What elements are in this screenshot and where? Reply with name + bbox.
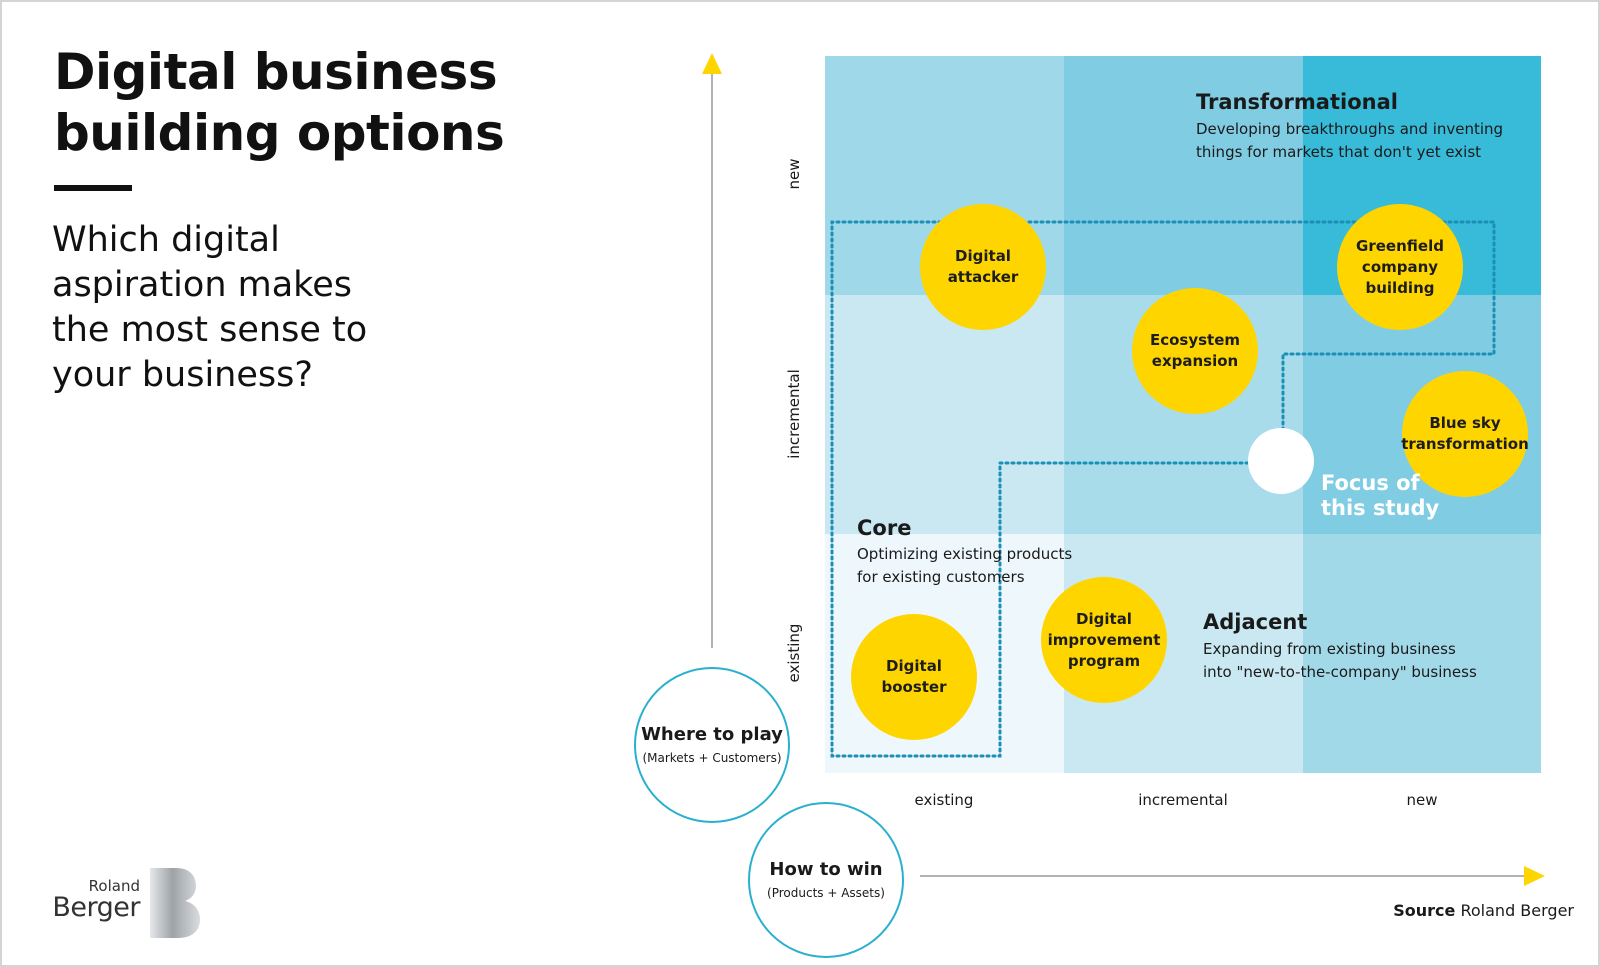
x-axis-arrow-icon: [1524, 866, 1545, 886]
focus-boundary: [830, 220, 1496, 758]
option-ecosystem-expansion: Ecosystem expansion: [1132, 288, 1258, 414]
page-title: Digital business building options: [54, 43, 505, 162]
quadrant-adjacent: Adjacent Expanding from existing busines…: [1203, 609, 1533, 684]
y-tick-new: new: [785, 158, 803, 190]
quadrant-title: Transformational: [1196, 90, 1398, 114]
option-digital-improvement-program: Digital improvement program: [1041, 577, 1167, 703]
logo-wordmark: Roland Berger: [52, 877, 140, 923]
source-note: Source Roland Berger: [1393, 901, 1574, 920]
x-axis-label: How to win (Products + Assets): [748, 802, 904, 958]
quadrant-title: Adjacent: [1203, 610, 1308, 634]
quadrant-transformational: Transformational Developing breakthrough…: [1196, 89, 1536, 164]
y-tick-incremental: incremental: [785, 369, 803, 459]
quadrant-description: Developing breakthroughs and inventing t…: [1196, 120, 1504, 161]
quadrant-title: Core: [857, 516, 912, 540]
option-blue-sky-transformation: Blue sky transformation: [1401, 371, 1529, 497]
title-underline: [54, 185, 132, 191]
logo-b-mark-icon: [150, 868, 200, 938]
x-tick-incremental: incremental: [1138, 791, 1228, 809]
cell-new-incremental: [1064, 56, 1303, 295]
focus-marker: [1248, 428, 1314, 494]
option-digital-attacker: Digital attacker: [920, 204, 1046, 330]
cell-existing-new: [1303, 534, 1541, 773]
focus-label: Focus of this study: [1321, 471, 1440, 520]
cell-incremental-existing: [825, 295, 1064, 534]
y-tick-existing: existing: [785, 623, 803, 683]
y-axis-label: Where to play (Markets + Customers): [634, 667, 790, 823]
option-greenfield-company-building: Greenfield company building: [1337, 204, 1463, 330]
x-tick-existing: existing: [914, 791, 974, 809]
y-axis-arrow-icon: [702, 53, 722, 74]
quadrant-description: Optimizing existing products for existin…: [857, 545, 1073, 586]
quadrant-core: Core Optimizing existing products for ex…: [857, 515, 1117, 589]
page-subtitle: Which digital aspiration makes the most …: [52, 220, 368, 395]
quadrant-description: Expanding from existing business into "n…: [1203, 640, 1477, 681]
option-digital-booster: Digital booster: [851, 614, 977, 740]
x-tick-new: new: [1406, 791, 1438, 809]
